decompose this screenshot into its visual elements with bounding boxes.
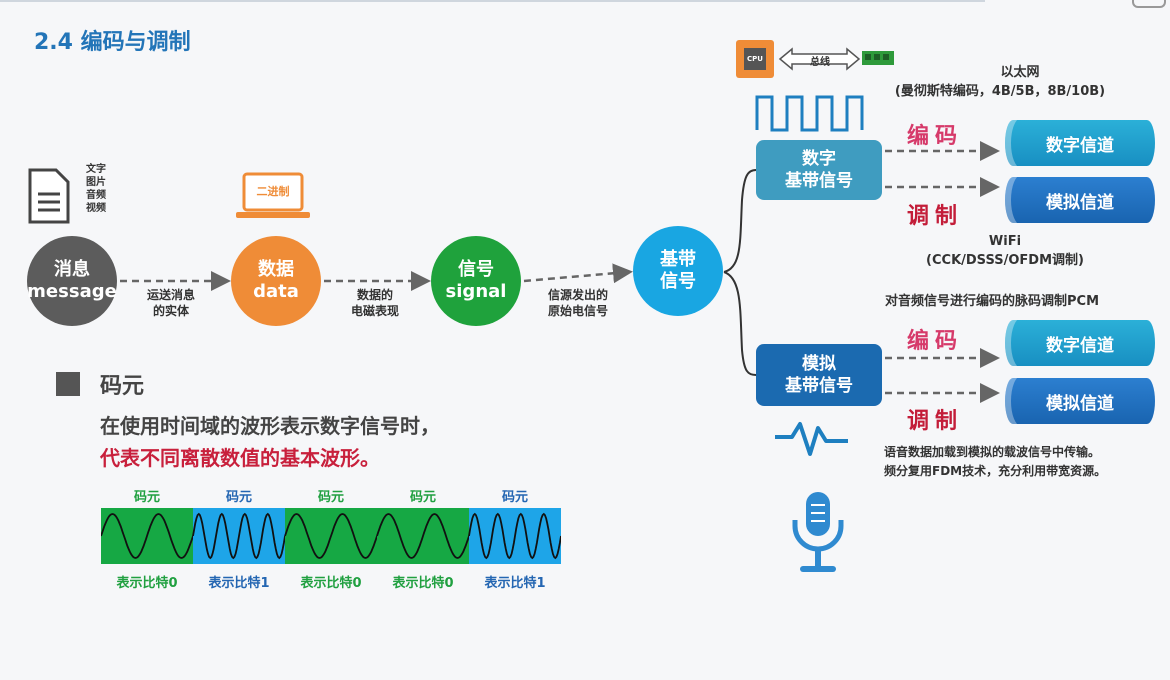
ethernet-detail: (曼彻斯特编码，4B/5B，8B/10B) xyxy=(894,83,1106,99)
edge-label-1: 运送消息 的实体 xyxy=(126,287,216,319)
edge-label-line: 信源发出的 xyxy=(547,288,608,302)
node-message: 消息 message xyxy=(27,236,117,326)
node-message-en: message xyxy=(27,281,117,302)
box-line: 基带信号 xyxy=(785,376,853,396)
symbol-waveform xyxy=(101,508,561,564)
analog-channel-2: 模拟信道 xyxy=(1005,378,1155,424)
analog-channel-1: 模拟信道 xyxy=(1005,177,1155,223)
analog-pulse-icon xyxy=(775,422,848,456)
symbol-heading-text: 码元 xyxy=(100,374,145,399)
cpu-icon: CPU xyxy=(736,40,774,78)
symbol-bottom-label: 表示比特0 xyxy=(116,576,178,591)
symbol-top-label: 码元 xyxy=(225,490,252,505)
node-signal-cn: 信号 xyxy=(458,259,494,281)
mic-grill xyxy=(811,504,825,522)
symbol-wave xyxy=(468,512,561,560)
symbol-bottom-label: 表示比特1 xyxy=(484,576,546,591)
bus-arrow-icon xyxy=(778,47,861,71)
node-baseband-line: 信号 xyxy=(660,271,696,292)
node-baseband: 基带 信号 xyxy=(633,226,723,316)
fdm-line: 语音数据加载到模拟的载波信号中传输。 xyxy=(884,445,1101,459)
laptop-icon xyxy=(236,172,310,218)
symbol-bottom-label: 表示比特1 xyxy=(208,576,270,591)
edge-label-line: 运送消息 xyxy=(146,288,195,302)
arrow-signal-baseband xyxy=(523,263,633,284)
symbol-bottom-label: 表示比特0 xyxy=(392,576,454,591)
symbol-wave xyxy=(192,512,286,560)
symbol-top-label: 码元 xyxy=(501,490,528,505)
symbol-top-label: 码元 xyxy=(317,490,344,505)
box-line: 数字 xyxy=(802,148,836,169)
symbol-top-label: 码元 xyxy=(409,490,436,505)
symbol-section-heading: 码元 xyxy=(56,368,144,400)
digital-baseband-box: 数字 基带信号 xyxy=(756,140,882,200)
ethernet-title: 以太网 xyxy=(1000,65,1040,80)
symbol-wave xyxy=(376,513,470,559)
wifi-detail: (CCK/DSSS/OFDM调制) xyxy=(926,252,1084,268)
symbol-wave xyxy=(101,513,194,559)
analog-baseband-box: 模拟 基带信号 xyxy=(756,344,882,406)
wifi-title: WiFi xyxy=(988,234,1022,249)
edge-label-line: 原始电信号 xyxy=(547,304,608,319)
laptop-label: 二进制 xyxy=(256,185,290,198)
analog-modulate-label: 调制 xyxy=(907,409,964,434)
memory-icon xyxy=(862,51,894,65)
node-data-cn: 数据 xyxy=(258,259,294,281)
square-wave-icon xyxy=(755,95,864,132)
edge-label-line: 数据的 xyxy=(356,288,393,302)
bullet-square-icon xyxy=(56,372,80,396)
media-item: 视频 xyxy=(86,203,106,214)
brace-baseband xyxy=(723,169,757,376)
bus-label: 总线 xyxy=(810,57,830,68)
digital-channel-2: 数字信道 xyxy=(1005,320,1155,366)
media-item: 图片 xyxy=(86,177,106,188)
digital-encode-label: 编码 xyxy=(907,124,964,149)
digital-modulate-label: 调制 xyxy=(907,204,964,229)
media-item: 音频 xyxy=(86,190,106,201)
page-title: 2.4 编码与调制 xyxy=(34,30,191,55)
symbol-top-label: 码元 xyxy=(133,490,160,505)
digital-channel-1: 数字信道 xyxy=(1005,120,1155,166)
node-data: 数据 data xyxy=(231,236,321,326)
node-data-en: data xyxy=(253,281,299,302)
fdm-line: 频分复用FDM技术，充分利用带宽资源。 xyxy=(884,464,1107,479)
node-message-cn: 消息 xyxy=(54,259,90,281)
media-item: 文字 xyxy=(86,164,106,175)
symbol-desc-1: 在使用时间域的波形表示数字信号时， xyxy=(100,414,440,438)
wifi-info: WiFi (CCK/DSSS/OFDM调制) xyxy=(900,233,1110,271)
corner-control[interactable] xyxy=(1132,0,1166,8)
pcm-info: 对音频信号进行编码的脉码调制PCM xyxy=(885,294,1100,309)
edge-label-2: 数据的 电磁表现 xyxy=(330,287,420,319)
fdm-info: 语音数据加载到模拟的载波信号中传输。 频分复用FDM技术，充分利用带宽资源。 xyxy=(884,443,1106,481)
top-divider xyxy=(0,0,985,2)
node-baseband-line: 基带 xyxy=(660,249,696,271)
cpu-label: CPU xyxy=(744,48,766,70)
edge-label-line: 电磁表现 xyxy=(350,304,399,319)
symbol-wave xyxy=(284,513,378,559)
document-icon xyxy=(28,168,70,224)
symbol-desc-2: 代表不同离散数值的基本波形。 xyxy=(100,446,380,470)
node-signal-en: signal xyxy=(445,281,507,302)
box-line: 基带信号 xyxy=(785,171,853,191)
analog-encode-label: 编码 xyxy=(907,329,964,354)
box-line: 模拟 xyxy=(802,353,836,374)
symbol-bottom-label: 表示比特0 xyxy=(300,576,362,591)
edge-label-3: 信源发出的 原始电信号 xyxy=(528,287,628,319)
edge-label-line: 的实体 xyxy=(152,304,189,319)
node-signal: 信号 signal xyxy=(431,236,521,326)
media-type-list: 文字 图片 音频 视频 xyxy=(86,163,106,215)
ethernet-info: 以太网 (曼彻斯特编码，4B/5B，8B/10B) xyxy=(895,64,1140,102)
